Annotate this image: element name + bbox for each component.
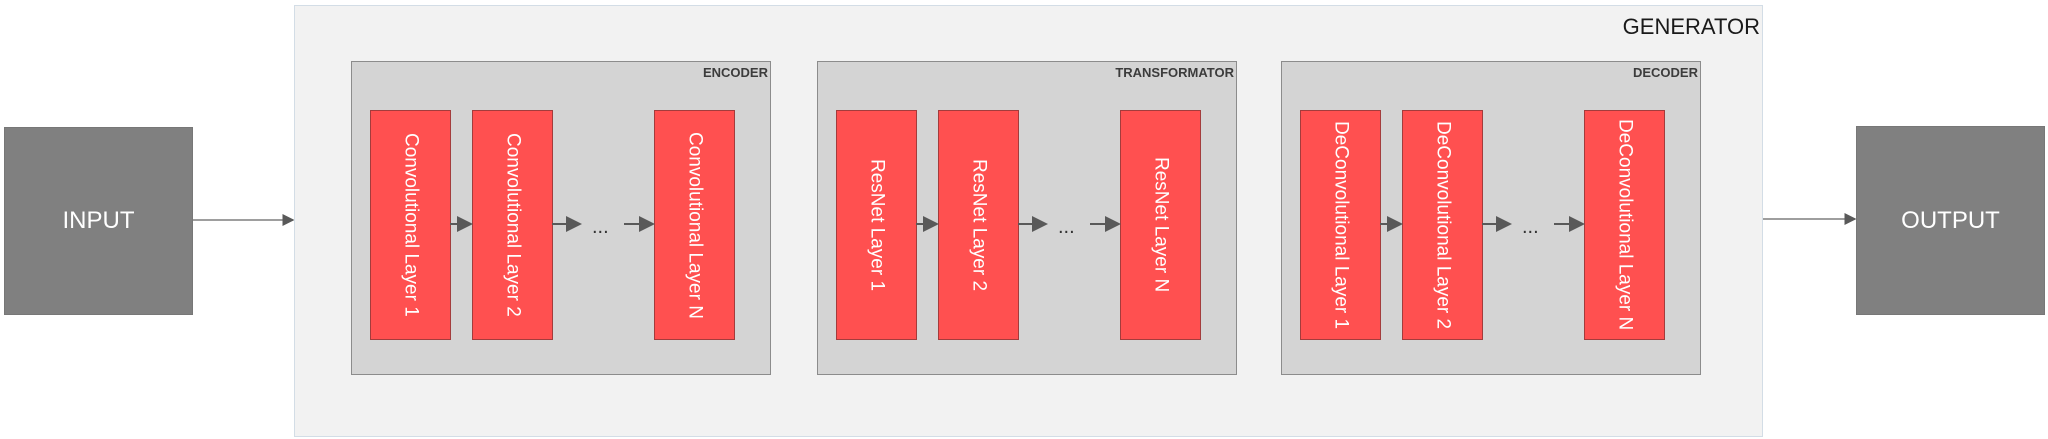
encoder-layer-1: Convolutional Layer 1: [370, 110, 451, 340]
layer-label: DeConvolutional Layer 2: [1432, 120, 1454, 330]
output-node: OUTPUT: [1856, 126, 2045, 315]
layer-label: Convolutional Layer 2: [502, 133, 524, 317]
layer-label: ResNet Layer 2: [968, 158, 990, 291]
encoder-layer-n: Convolutional Layer N: [654, 110, 735, 340]
transformator-arrows: [916, 216, 1121, 232]
layer-label: ResNet Layer N: [1150, 157, 1172, 293]
input-node: INPUT: [4, 127, 193, 315]
layer-label: Convolutional Layer N: [684, 131, 706, 319]
decoder-title: DECODER: [1632, 65, 1698, 80]
encoder-ellipsis: ...: [592, 216, 609, 238]
input-label: INPUT: [62, 207, 135, 234]
layer-label: DeConvolutional Layer N: [1614, 119, 1636, 331]
layer-label: DeConvolutional Layer 1: [1330, 120, 1352, 330]
decoder-layer-2: DeConvolutional Layer 2: [1402, 110, 1483, 340]
layer-label: ResNet Layer 1: [866, 158, 888, 291]
transformator-layer-1: ResNet Layer 1: [836, 110, 917, 340]
encoder-title: ENCODER: [702, 65, 768, 80]
transformator-title: TRANSFORMATOR: [1115, 65, 1234, 80]
transformator-ellipsis: ...: [1058, 216, 1075, 238]
decoder-block: DECODER DeConvolutional Layer 1 DeConvol…: [1281, 61, 1701, 375]
decoder-ellipsis: ...: [1522, 216, 1539, 238]
layer-label: Convolutional Layer 1: [400, 133, 422, 317]
encoder-arrows: [450, 216, 655, 232]
output-label: OUTPUT: [1901, 206, 2000, 234]
transformator-layer-n: ResNet Layer N: [1120, 110, 1201, 340]
encoder-block: ENCODER Convolutional Layer 1 Convolutio…: [351, 61, 771, 375]
decoder-layer-1: DeConvolutional Layer 1: [1300, 110, 1381, 340]
transformator-layer-2: ResNet Layer 2: [938, 110, 1019, 340]
decoder-arrows: [1380, 216, 1585, 232]
transformator-block: TRANSFORMATOR ResNet Layer 1 ResNet Laye…: [817, 61, 1237, 375]
generator-title: GENERATOR: [1622, 14, 1760, 39]
generator-container: GENERATOR ENCODER Convolutional Layer 1 …: [294, 5, 1763, 437]
